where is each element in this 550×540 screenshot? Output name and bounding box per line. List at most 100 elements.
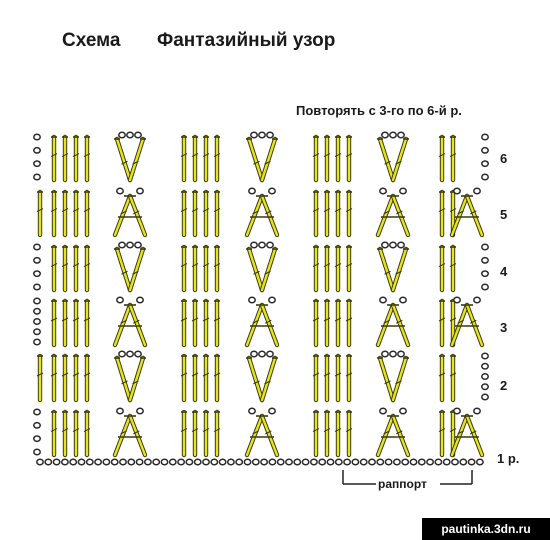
chain-stitch-icon — [481, 133, 489, 141]
chain-stitch-icon — [268, 458, 277, 466]
double-crochet-icon — [180, 409, 188, 458]
double-crochet-icon — [61, 409, 69, 458]
chain-stitch-icon — [250, 131, 258, 139]
chain-stitch-icon — [185, 458, 194, 466]
chain-stitch-icon — [266, 131, 274, 139]
chain-stitch-icon — [481, 283, 489, 291]
double-crochet-icon — [323, 298, 331, 348]
a-shell-icon — [112, 193, 148, 238]
double-crochet-icon — [323, 244, 331, 293]
chain-stitch-icon — [326, 458, 335, 466]
chain-stitch-icon — [409, 458, 418, 466]
rapport-bracket — [342, 470, 473, 485]
chain-stitch-icon — [376, 458, 385, 466]
double-crochet-icon — [213, 244, 221, 293]
chain-stitch-icon — [135, 458, 144, 466]
double-crochet-icon — [213, 298, 221, 348]
double-crochet-icon — [202, 409, 210, 458]
double-crochet-icon — [72, 409, 80, 458]
chain-stitch-icon — [459, 458, 468, 466]
chain-stitch-icon — [44, 458, 53, 466]
double-crochet-icon — [213, 134, 221, 183]
double-crochet-icon — [345, 409, 353, 458]
a-shell-icon — [244, 413, 280, 458]
double-crochet-icon — [213, 353, 221, 403]
double-crochet-icon — [312, 353, 320, 403]
double-crochet-icon — [449, 353, 457, 403]
chain-stitch-icon — [33, 408, 41, 416]
scheme-title: Схема — [62, 30, 121, 51]
a-shell-icon — [375, 302, 411, 348]
chain-stitch-icon — [397, 131, 405, 139]
v-fan-icon — [114, 136, 146, 183]
chain-stitch-icon — [426, 458, 435, 466]
a-shell-icon — [375, 193, 411, 238]
double-crochet-icon — [312, 189, 320, 238]
double-crochet-icon — [312, 134, 320, 183]
chain-stitch-icon — [33, 297, 41, 305]
chain-stitch-icon — [248, 407, 256, 415]
chain-stitch-icon — [85, 458, 94, 466]
v-fan-icon — [246, 136, 278, 183]
double-crochet-icon — [50, 298, 58, 348]
a-shell-icon — [244, 193, 280, 238]
row-number-3: 3 — [500, 320, 508, 335]
v-fan-icon — [246, 355, 278, 403]
double-crochet-icon — [180, 353, 188, 403]
a-shell-icon — [449, 302, 485, 348]
v-fan-icon — [377, 136, 409, 183]
double-crochet-icon — [312, 244, 320, 293]
chain-stitch-icon — [389, 131, 397, 139]
chain-stitch-icon — [481, 160, 489, 168]
chain-stitch-icon — [389, 241, 397, 249]
v-fan-icon — [114, 355, 146, 403]
double-crochet-icon — [72, 353, 80, 403]
chain-stitch-icon — [118, 350, 126, 358]
chain-stitch-icon — [134, 131, 142, 139]
double-crochet-icon — [36, 353, 44, 403]
chain-stitch-icon — [481, 146, 489, 154]
double-crochet-icon — [334, 409, 342, 458]
double-crochet-icon — [323, 409, 331, 458]
chain-stitch-icon — [481, 383, 489, 391]
chain-stitch-icon — [36, 458, 44, 466]
double-crochet-icon — [50, 189, 58, 238]
double-crochet-icon — [50, 244, 58, 293]
chain-stitch-icon — [33, 160, 41, 168]
chain-stitch-icon — [268, 407, 276, 415]
chain-stitch-icon — [134, 350, 142, 358]
chain-stitch-icon — [453, 407, 461, 415]
chain-stitch-icon — [379, 296, 387, 304]
chain-stitch-icon — [33, 307, 41, 315]
double-crochet-icon — [83, 298, 91, 348]
double-crochet-icon — [50, 134, 58, 183]
chain-stitch-icon — [33, 318, 41, 325]
double-crochet-icon — [438, 134, 446, 183]
chain-stitch-icon — [334, 458, 343, 466]
chain-stitch-icon — [248, 296, 256, 304]
chain-stitch-icon — [69, 458, 78, 466]
chain-stitch-icon — [473, 187, 481, 195]
double-crochet-icon — [345, 134, 353, 183]
chain-stitch-icon — [442, 458, 451, 466]
row-number-4: 4 — [500, 264, 508, 279]
chain-stitch-icon — [33, 243, 41, 251]
rapport-label: раппорт — [378, 477, 427, 491]
a-shell-icon — [449, 193, 485, 238]
v-fan-icon — [377, 355, 409, 403]
double-crochet-icon — [345, 244, 353, 293]
chain-stitch-icon — [453, 296, 461, 304]
double-crochet-icon — [438, 298, 446, 348]
double-crochet-icon — [72, 134, 80, 183]
chain-stitch-icon — [94, 458, 103, 466]
double-crochet-icon — [345, 298, 353, 348]
row-number-6: 6 — [500, 151, 508, 166]
double-crochet-icon — [61, 134, 69, 183]
a-shell-icon — [112, 413, 148, 458]
double-crochet-icon — [202, 189, 210, 238]
chain-stitch-icon — [258, 350, 266, 358]
chain-stitch-icon — [33, 256, 41, 264]
double-crochet-icon — [345, 353, 353, 403]
chain-stitch-icon — [118, 241, 126, 249]
